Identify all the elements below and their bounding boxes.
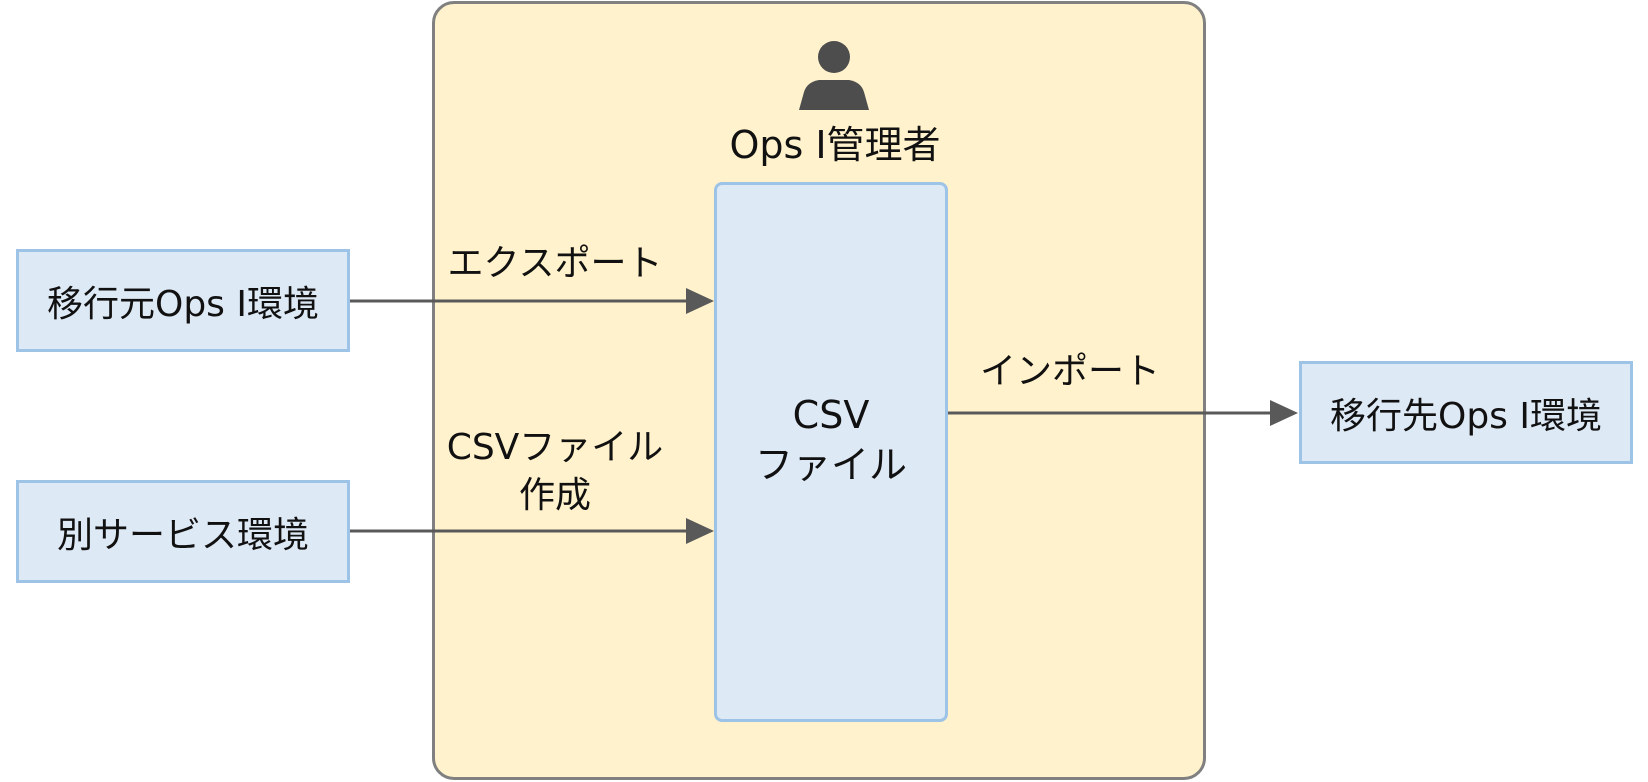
create-label-line2: 作成 [518, 475, 591, 516]
csv-file-label-line1: CSV [792, 393, 870, 437]
migration-source-label: 移行元Ops I環境 [46, 283, 319, 325]
create-label-line1: CSVファイル [446, 427, 664, 468]
person-icon [799, 41, 869, 110]
create-arrowhead [686, 518, 714, 544]
csv-file-label-line2: ファイル [754, 443, 907, 487]
export-label: エクスポート [447, 243, 663, 284]
migration-source-box: 移行元Ops I環境 [16, 249, 350, 352]
other-service-box: 別サービス環境 [16, 480, 350, 583]
csv-file-box [714, 182, 948, 722]
person-head [818, 41, 850, 73]
migration-target-label: 移行先Ops I環境 [1329, 395, 1602, 437]
other-service-label: 別サービス環境 [56, 514, 309, 556]
import-label: インポート [979, 351, 1160, 392]
migration-target-box: 移行先Ops I環境 [1299, 361, 1633, 464]
import-arrowhead [1270, 400, 1298, 426]
export-arrowhead [686, 288, 714, 314]
person-body [799, 80, 869, 110]
actor-label: Ops I管理者 [729, 123, 941, 167]
csv-file-label: CSV ファイル [714, 390, 948, 490]
